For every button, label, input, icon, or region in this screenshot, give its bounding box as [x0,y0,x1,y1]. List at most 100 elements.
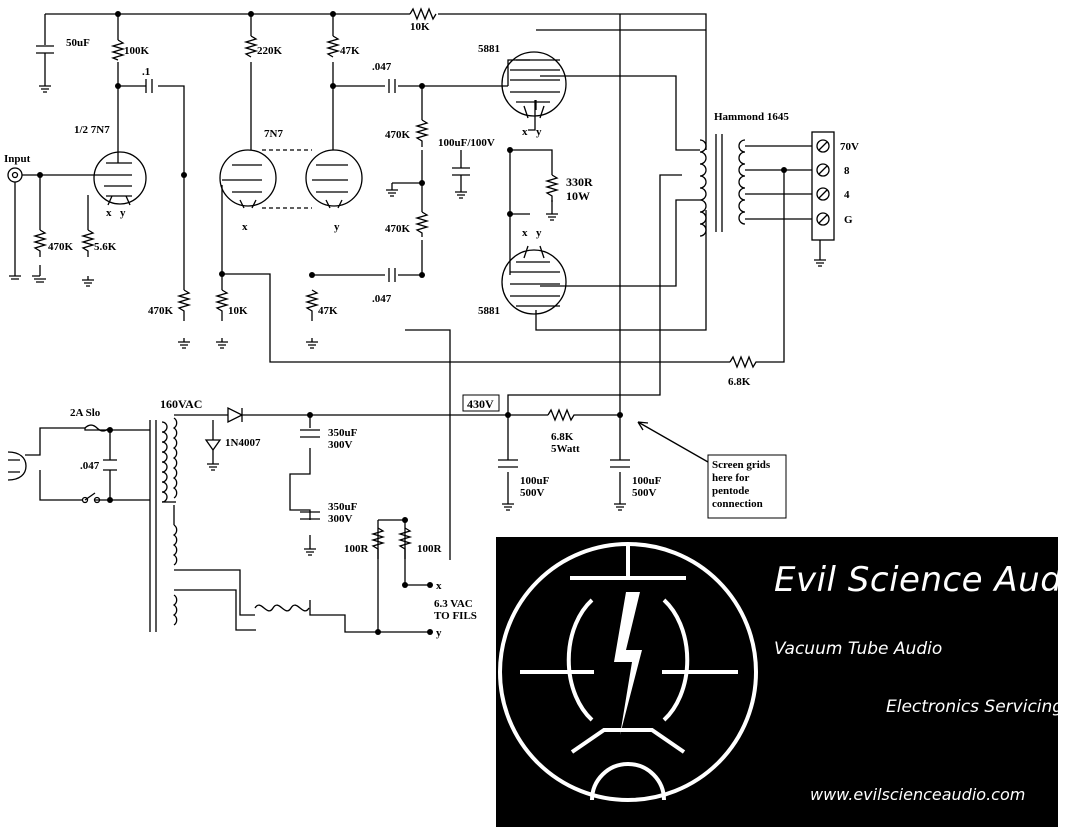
label-cap-350uf-2: 350uF [328,501,358,513]
resistor-6-8k-fb [729,355,760,369]
power-transformer [149,414,310,632]
note-line-3: pentode [712,485,749,497]
label-vac-160: 160VAC [160,397,202,411]
logo-tube-icon [498,542,758,802]
label-fil-x: x [436,580,442,592]
diode-1n4007 [204,406,244,452]
label-r-470k-grid-bottom: 470K [385,223,411,235]
label-r-470k-grid-top: 470K [385,129,411,141]
label-r-330r: 330R [566,175,593,189]
label-fuse: 2A Slo [70,407,101,419]
label-cap-100uf-2-v: 500V [632,487,657,499]
label-tube-5881-bottom: 5881 [478,305,500,317]
cap-047-top [388,79,396,93]
label-r-47k-top: 47K [340,45,360,57]
label-transformer: Hammond 1645 [714,111,789,123]
label-fil-1: 6.3 VAC [434,598,473,610]
tube-v1-half-7n7 [93,150,147,206]
label-r-47k-bottom: 47K [318,305,338,317]
note-line-1: Screen grids [712,459,771,471]
resistor-10k-cath [214,289,230,321]
output-terminal-strip [811,131,835,241]
resistors [32,7,760,559]
label-tap-4: 4 [844,189,850,201]
label-tube-7n7: 7N7 [264,128,283,140]
cap-100uf-2 [610,459,630,468]
label-r-10k-cath: 10K [228,305,248,317]
label-fil-2: TO FILS [434,610,477,622]
label-v1-x: x [106,207,112,219]
note-line-4: connection [712,498,763,510]
label-b-plus: 430V [467,397,494,411]
logo-line-2: Electronics Servicing [886,697,1063,717]
tube-v3-7n7-right [262,149,363,209]
label-r-10k-top: 10K [410,21,430,33]
label-cap-350uf-1: 350uF [328,427,358,439]
logo-panel: Evil Science Audio Vacuum Tube Audio Ele… [496,537,1065,827]
cap-100uf-1 [498,459,518,468]
note-line-2: here for [712,472,749,484]
label-input: Input [4,153,31,165]
label-tap-70v: 70V [840,141,859,153]
resistor-220k [243,35,259,58]
resistor-470k-input [32,229,48,257]
label-cap-100uf-1-v: 500V [520,487,545,499]
resistor-47k-top [325,35,341,58]
label-cap-100uf-1: 100uF [520,475,550,487]
label-v3-y: y [334,221,340,233]
label-tap-8: 8 [844,165,850,177]
capacitors [36,45,630,520]
label-r-100r-b: 100R [417,543,443,555]
mains-plug-and-switch [7,424,110,504]
label-r-6-8k-fb: 6.8K [728,376,751,388]
label-cap-50uf: 50uF [66,37,90,49]
label-cap-100uf-100v: 100uF/100V [438,137,495,149]
cap-100uf-100v [452,150,470,188]
tube-5881-top [501,51,567,119]
label-5881t-x: x [522,126,528,138]
label-r-100r-a: 100R [344,543,370,555]
label-cap-350uf-2-v: 300V [328,513,353,525]
cap-350uf-2 [300,511,320,520]
label-r-5-6k: 5.6K [94,241,117,253]
cap-047-bottom [388,268,396,282]
label-cap-047-top: .047 [372,61,392,73]
label-r-6-8k-5w-watt: 5Watt [551,443,580,455]
note-box [707,454,787,519]
schematic-labels: 50uF 100K 220K 47K 10K 5881 .1 .047 1/2 … [4,21,859,639]
resistor-470k-grid-bottom [414,211,430,237]
label-fil-y: y [436,627,442,639]
cap-point1 [145,79,153,93]
grounds [32,78,826,556]
input-jack [7,167,23,280]
label-cap-100uf-2: 100uF [632,475,662,487]
resistor-5-6k [80,229,96,257]
resistor-47k-bottom [304,289,320,321]
label-r-470k-a: 470K [148,305,174,317]
resistor-330r [544,174,560,202]
cap-350uf-1 [300,429,320,438]
label-r-470k-input: 470K [48,241,74,253]
label-diode: 1N4007 [225,437,261,449]
resistor-100r-a [370,527,386,559]
label-cap-350uf-1-v: 300V [328,439,353,451]
resistor-6-8k-5w [547,408,578,422]
logo-title: Evil Science Audio [774,560,1065,600]
logo-lightning-icon [614,592,642,735]
label-r-330r-watt: 10W [566,189,590,203]
screen-grid-arrow [637,421,709,463]
label-r-100k: 100K [124,45,150,57]
schematic-wires [22,13,821,633]
b-plus-box [462,394,500,412]
junction-dots [37,11,787,635]
label-r-6-8k-5w: 6.8K [551,431,574,443]
label-tap-g: G [844,214,853,226]
label-v1-y: y [120,207,126,219]
label-tube-half-7n7: 1/2 7N7 [74,124,110,136]
logo-line-1: Vacuum Tube Audio [774,639,942,659]
resistor-470k-a [176,289,192,321]
label-cap-047-bottom: .047 [372,293,392,305]
label-tube-5881-top: 5881 [478,43,500,55]
label-v2-x: x [242,221,248,233]
